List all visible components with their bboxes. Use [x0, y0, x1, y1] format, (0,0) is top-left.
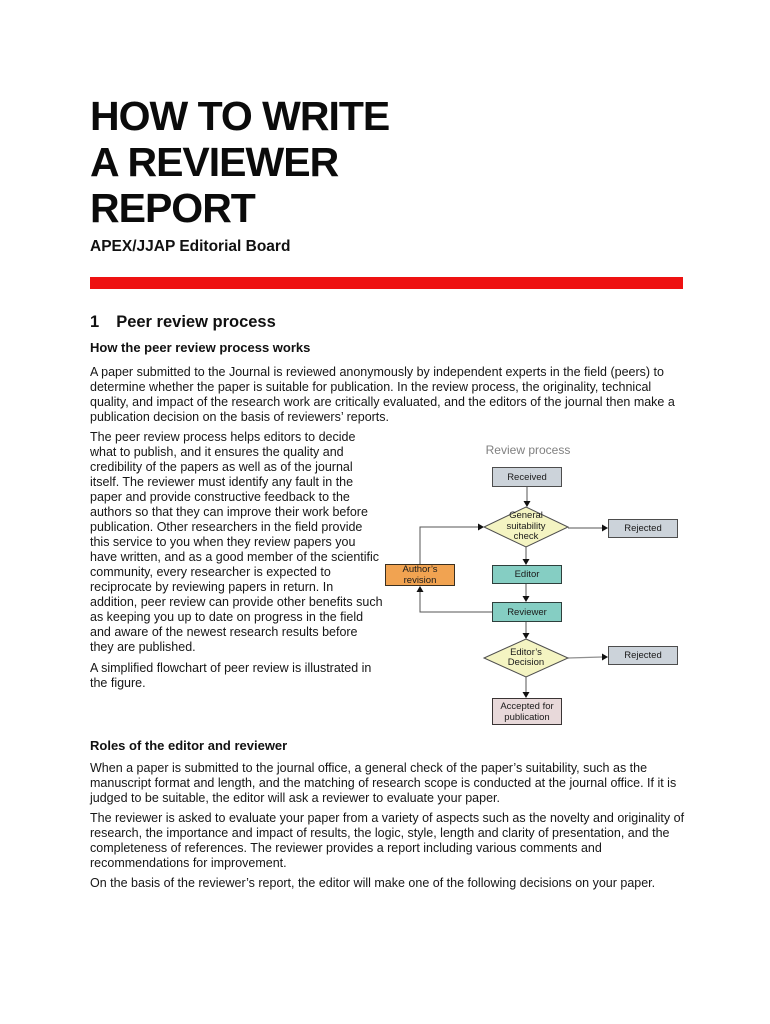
section-number: 1	[90, 313, 100, 331]
flowchart-label-suitability-check: General suitability check	[506, 510, 546, 543]
left-column: The peer review process helps editors to…	[90, 430, 383, 697]
flowchart-label-editors-decision: Editor’s Decision	[507, 646, 545, 668]
connector-reviewer-to-authors-revision	[419, 592, 492, 613]
flowchart-node-editor: Editor	[492, 565, 562, 584]
paragraph-roles-1: When a paper is submitted to the journal…	[90, 761, 677, 805]
editors-decision-diamond	[482, 638, 570, 678]
flowchart-node-rejected-bottom: Rejected	[608, 646, 678, 665]
flowchart-title: Review process	[485, 443, 571, 457]
flowchart-node-authors-revision: Author’s revision	[385, 564, 455, 586]
subheading-roles: Roles of the editor and reviewer	[90, 738, 288, 753]
flowchart-node-rejected-top: Rejected	[608, 519, 678, 538]
paragraph-roles-3: On the basis of the reviewer’s report, t…	[90, 876, 656, 890]
paragraph-roles-2: The reviewer is asked to evaluate your p…	[90, 811, 685, 870]
subheading-how-it-works: How the peer review process works	[90, 340, 311, 355]
page-title-line-2: A REVIEWER	[90, 139, 339, 185]
page-subtitle: APEX/JJAP Editorial Board	[90, 238, 291, 255]
connector-decision-to-rejected	[567, 656, 603, 659]
page-title: HOW TO WRITE A REVIEWER REPORT	[90, 93, 690, 231]
flowchart-connectors	[416, 487, 608, 698]
flowchart-node-reviewer: Reviewer	[492, 602, 562, 622]
review-process-flowchart: Review process R	[385, 440, 690, 740]
roles-section: Roles of the editor and reviewer When a …	[90, 738, 687, 896]
page-title-line-3: REPORT	[90, 185, 256, 231]
section-title: Peer review process	[116, 313, 276, 331]
paragraph-intro: A paper submitted to the Journal is revi…	[90, 365, 675, 424]
paragraph-flowchart-reference: A simplified flowchart of peer review is…	[90, 661, 372, 690]
page-title-line-1: HOW TO WRITE	[90, 93, 390, 139]
masthead: HOW TO WRITE A REVIEWER REPORT APEX/JJAP…	[90, 93, 690, 256]
flowchart-node-accepted: Accepted for publication	[492, 698, 562, 725]
section-heading: 1 Peer review process	[90, 313, 276, 332]
suitability-check-diamond	[482, 506, 570, 548]
paragraph-peer-review-benefits: The peer review process helps editors to…	[90, 430, 383, 654]
connector-authors-revision-to-suitability	[419, 526, 478, 564]
flowchart-node-received: Received	[492, 467, 562, 487]
red-divider-bar	[90, 277, 683, 289]
arrowheads	[416, 501, 608, 698]
